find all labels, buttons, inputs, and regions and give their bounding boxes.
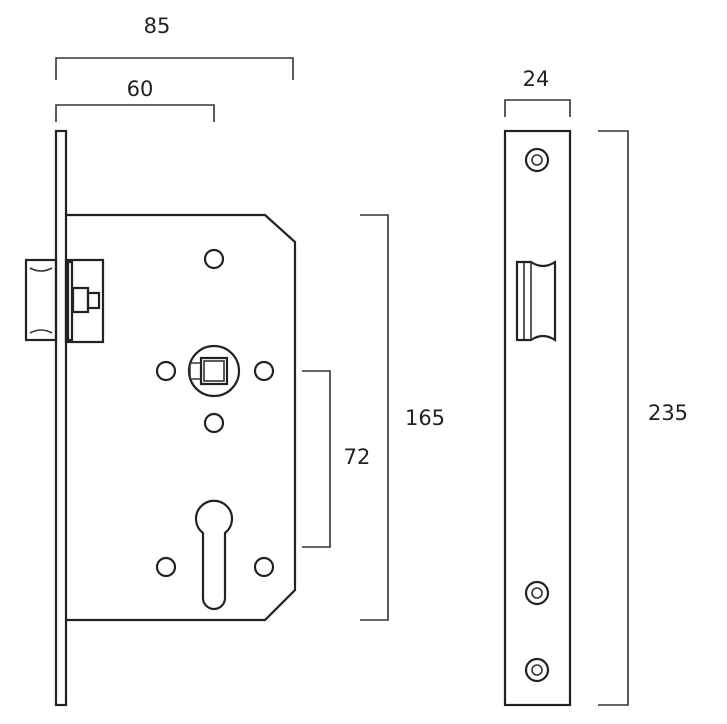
latch-housing [64,258,105,344]
dimension-235-label: 235 [648,401,688,425]
fixing-hole [155,360,177,382]
strike-plate-outline [503,129,572,707]
dimension-235-line [598,130,629,706]
follower-ring [187,344,241,398]
dimension-60-label: 60 [127,77,154,101]
fixing-hole [203,412,225,434]
dimension-24-label: 24 [523,67,550,91]
dimension-85-line [55,57,294,80]
latch-bolt [24,258,105,344]
dimension-165-line [360,214,389,621]
dimension-85-label: 85 [144,14,171,38]
strike-plate [503,129,572,707]
lock-case [66,213,297,622]
dimension-24: 24 [504,67,571,117]
spindle-square-inner [203,360,225,382]
screw-hole [524,580,550,606]
follower-arm [189,362,201,380]
spindle-square [199,356,229,386]
dimension-72: 72 [302,370,371,548]
dimension-165: 165 [360,214,445,621]
fixing-hole [253,556,275,578]
dimension-72-line [302,370,331,548]
lock-body [24,129,297,707]
latch-tail [71,286,90,314]
dimension-24-line [504,99,571,117]
latch-tail-end [86,291,101,310]
dimension-165-label: 165 [405,406,445,430]
fixing-hole [203,248,225,270]
dimension-85: 85 [55,14,294,80]
fixing-hole [253,360,275,382]
latch-head [24,258,58,342]
dimension-72-label: 72 [344,445,371,469]
latch-bevel [29,267,53,334]
forend-plate [54,129,68,707]
latch-opening [515,259,557,343]
fixing-hole [155,556,177,578]
screw-hole [524,147,550,173]
screw-hole [524,657,550,683]
spindle-follower [187,344,241,398]
dimension-60-line [55,104,215,122]
euro-cylinder-cutout [194,499,234,611]
dimension-60: 60 [55,77,215,122]
dimension-235: 235 [598,130,688,706]
latch-guide [66,260,74,342]
